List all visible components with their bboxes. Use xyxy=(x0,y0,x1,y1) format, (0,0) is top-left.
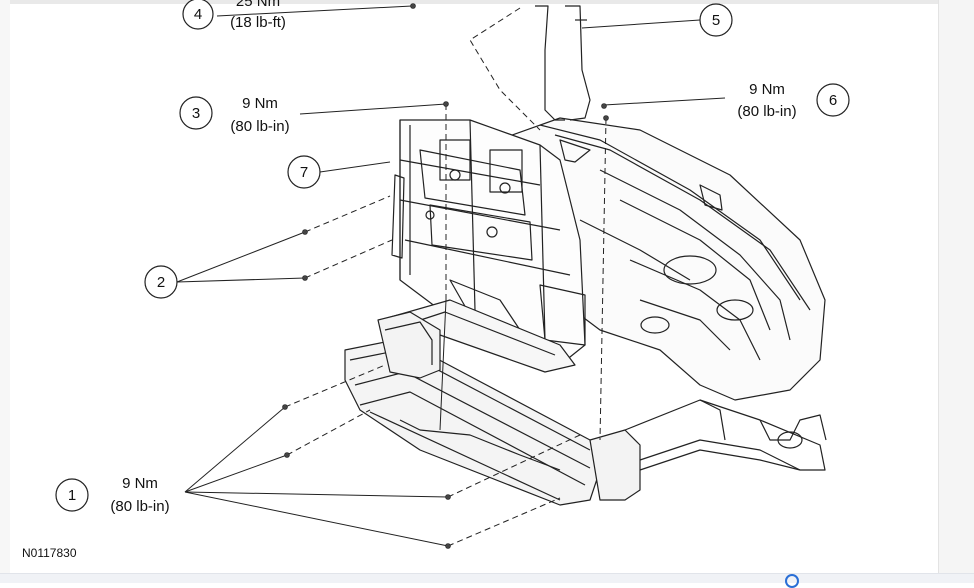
top-rule xyxy=(0,0,974,4)
callout-1-torque-imperial: (80 lb-in) xyxy=(110,498,169,515)
callout-3: 3 9 Nm (80 lb-in) xyxy=(179,95,290,135)
front-end-artwork xyxy=(344,5,827,506)
callout-7-number: 7 xyxy=(300,164,308,181)
scroll-indicator-icon[interactable] xyxy=(785,574,799,588)
callout-7: 7 xyxy=(287,155,321,189)
fastener-2b xyxy=(302,275,308,281)
fastener-6b xyxy=(603,115,609,121)
callout-3-torque-imperial: (80 lb-in) xyxy=(230,118,289,135)
callout-5: 5 xyxy=(699,3,733,37)
callout-4-torque: 25 Nm xyxy=(236,0,280,10)
callout-4: 4 25 Nm (18 lb-ft) xyxy=(182,0,286,31)
fastener-2a xyxy=(302,229,308,235)
exploded-view-diagram: 4 25 Nm (18 lb-ft) 5 3 9 Nm (80 lb-in) 6… xyxy=(22,0,850,560)
fastener-1b xyxy=(284,452,290,458)
fasteners xyxy=(282,3,609,549)
callout-4-torque-imperial: (18 lb-ft) xyxy=(230,14,286,31)
leader-lines xyxy=(176,5,726,547)
callout-3-number: 3 xyxy=(192,105,200,122)
callout-2: 2 xyxy=(144,265,178,299)
callout-5-number: 5 xyxy=(712,12,720,29)
callout-1-torque: 9 Nm xyxy=(122,475,158,492)
page-margin-right xyxy=(938,0,974,582)
fastener-3 xyxy=(443,101,449,107)
page-margin-bottom xyxy=(0,573,974,583)
fastener-1d xyxy=(445,543,451,549)
figure-reference: N0117830 xyxy=(22,546,77,560)
callout-1: 1 9 Nm (80 lb-in) xyxy=(55,475,170,515)
callout-1-number: 1 xyxy=(68,487,76,504)
fastener-1c xyxy=(445,494,451,500)
callout-6-number: 6 xyxy=(829,92,837,109)
fastener-1a xyxy=(282,404,288,410)
callout-4-number: 4 xyxy=(194,6,202,23)
callout-3-torque: 9 Nm xyxy=(242,95,278,112)
callout-6: 6 9 Nm (80 lb-in) xyxy=(737,81,850,120)
fastener-6 xyxy=(601,103,607,109)
callout-6-torque-imperial: (80 lb-in) xyxy=(737,103,796,120)
fastener-4 xyxy=(410,3,416,9)
callout-6-torque: 9 Nm xyxy=(749,81,785,98)
page-margin-left xyxy=(0,0,10,582)
callout-2-number: 2 xyxy=(157,274,165,291)
